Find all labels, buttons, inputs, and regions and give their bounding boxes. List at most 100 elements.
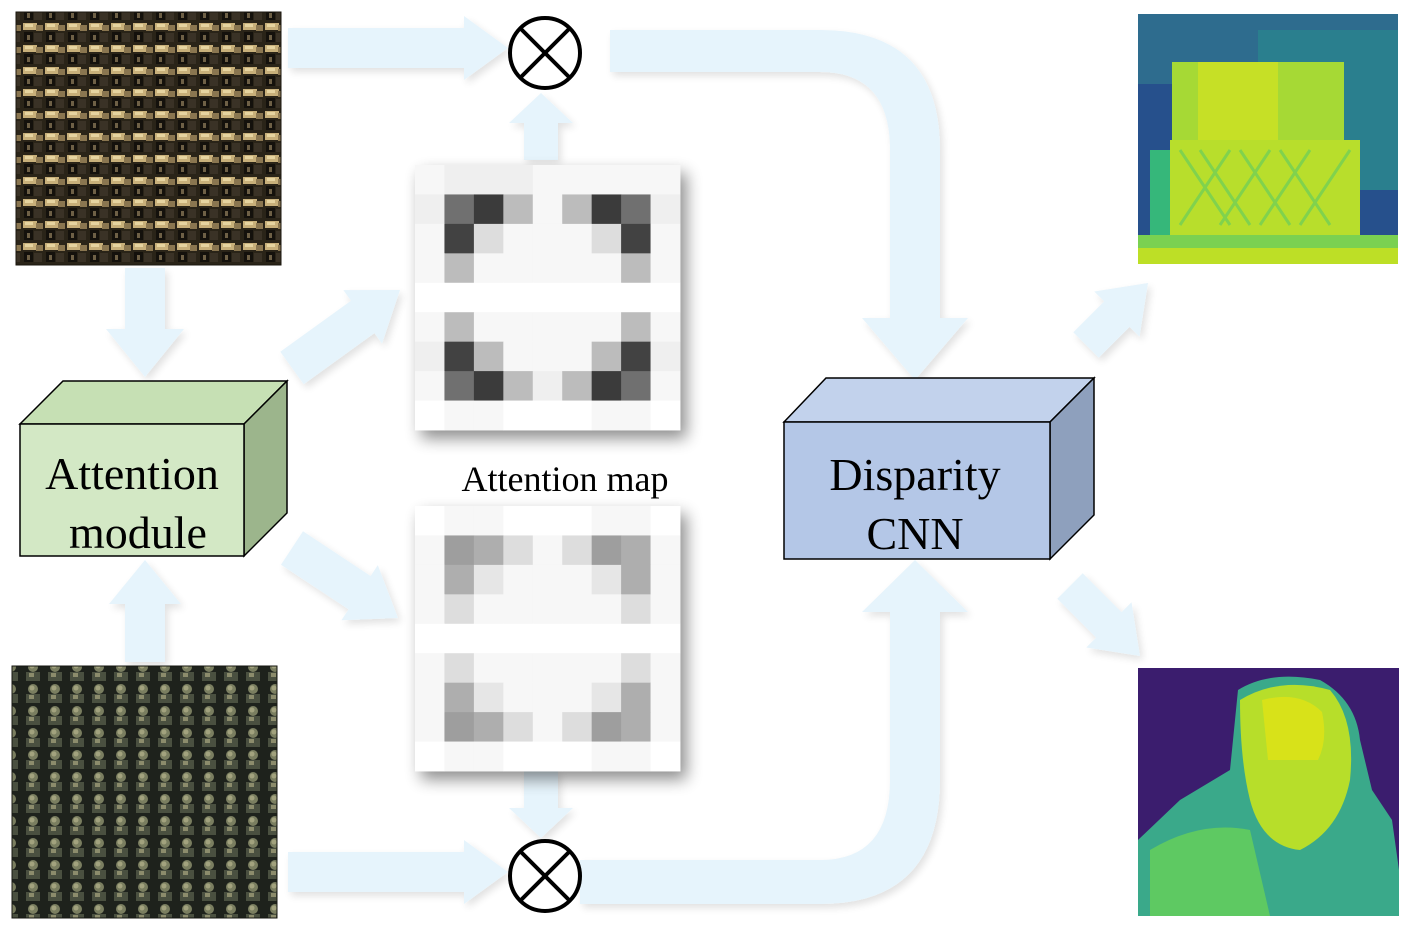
attention-map-bottom-cell (591, 506, 622, 536)
attention-map-bottom-cell (473, 682, 504, 713)
attention-map-bottom-cell (562, 535, 593, 566)
attention-map-top-cell (621, 371, 651, 401)
arrow-cnn-to-top-output (1073, 283, 1148, 358)
attention-module-front-face (19, 423, 245, 557)
attention-map-top-cell (473, 341, 504, 372)
arrow-bottom-multiply-to-cnn (580, 560, 968, 904)
attention-map-top-cell (532, 400, 563, 431)
disparity-cnn-front-face (783, 421, 1051, 560)
attention-map-bottom-cell (621, 594, 651, 625)
attention-map-top-cell (591, 194, 622, 225)
attention-map-top-cell (650, 165, 681, 195)
attention-map-top-cell (591, 253, 622, 284)
attention-map-top-cell (532, 341, 563, 372)
attention-map-top-cell (532, 194, 563, 225)
attention-map-top-cell (532, 312, 563, 343)
attention-map-bottom-cell (444, 623, 475, 654)
attention-map-bottom-cell (473, 506, 504, 536)
attention-map-top-cell (503, 400, 534, 431)
arrow-bottom-map-to-multiply (509, 770, 573, 838)
attention-map-top-cell (473, 253, 504, 284)
attention-map-top-cell (503, 341, 534, 372)
attention-map-bottom-cell (444, 594, 475, 625)
attention-map-top-cell (650, 400, 681, 431)
attention-map-top-cell (503, 312, 534, 343)
attention-map-bottom-cell (650, 535, 681, 566)
attention-map-bottom-cell (591, 653, 622, 684)
attention-map-bottom-cell (415, 682, 445, 713)
attention-map-bottom-cell (621, 682, 651, 713)
attention-map-top-cell (444, 223, 475, 254)
attention-map-bottom-cell (650, 741, 681, 772)
disparity-cnn-top-face (782, 377, 1096, 423)
attention-map-top-cell (562, 194, 593, 225)
attention-map-bottom-cells (415, 506, 681, 772)
attention-map-bottom-cell (650, 682, 681, 713)
attention-map-bottom-cell (591, 535, 622, 566)
attention-map-top-cell (444, 341, 475, 372)
attention-map-top-cell (532, 282, 563, 313)
attention-map-top-cell (562, 165, 593, 195)
attention-map-top-cell (503, 371, 534, 401)
attention-map-top-cell (621, 223, 651, 254)
attention-map-bottom-cell (415, 623, 445, 654)
attention-module-top-face (18, 380, 289, 425)
attention-map-bottom-cell (444, 564, 475, 595)
attention-map-top-cell (503, 194, 534, 225)
attention-map-top-cell (415, 223, 445, 254)
attention-map-top-cell (473, 223, 504, 254)
top-input-image (15, 11, 282, 266)
attention-map-bottom-cell (415, 712, 445, 742)
arrow-attention-to-bottom-map (280, 531, 398, 621)
attention-map-top-cell (415, 253, 445, 284)
attention-map-top-cell (562, 312, 593, 343)
attention-map-bottom-cell (532, 594, 563, 625)
flow-arrows (106, 16, 1148, 904)
disparity-cnn-label-line1: Disparity (829, 449, 1000, 500)
attention-map-top-cell (650, 223, 681, 254)
attention-map-bottom-cell (415, 653, 445, 684)
attention-map-top-cell (621, 165, 651, 195)
attention-map-bottom-cell (532, 653, 563, 684)
attention-map-top-cell (621, 312, 651, 343)
attention-map-bottom-cell (444, 712, 475, 742)
attention-map-top-cell (444, 282, 475, 313)
attention-map-bottom-cell (532, 535, 563, 566)
attention-map-top-cell (473, 165, 504, 195)
attention-map-bottom-cell (473, 712, 504, 742)
output-disparity-map-top (1138, 14, 1398, 264)
attention-map-top-cell (621, 282, 651, 313)
attention-map-bottom-cell (591, 712, 622, 742)
arrow-bottom-image-to-multiply (288, 840, 508, 904)
attention-map-bottom-cell (532, 506, 563, 536)
attention-map-bottom-cell (473, 535, 504, 566)
attention-map-top-cell (650, 371, 681, 401)
attention-map-bottom-cell (562, 506, 593, 536)
attention-map-top-cell (415, 312, 445, 343)
attention-map-bottom-cell (591, 564, 622, 595)
attention-map-caption: Attention map (461, 459, 669, 499)
attention-map-top-cell (444, 400, 475, 431)
attention-map-top-cell (562, 371, 593, 401)
attention-map-top-cell (650, 194, 681, 225)
attention-map-bottom-cell (473, 741, 504, 772)
attention-map-bottom-cell (532, 682, 563, 713)
attention-map-bottom-cell (444, 535, 475, 566)
attention-map-bottom-cell (562, 564, 593, 595)
attention-map-top-cell (562, 400, 593, 431)
attention-map-bottom-cell (621, 506, 651, 536)
attention-map-bottom-cell (532, 712, 563, 742)
attention-map-top-cell (444, 165, 475, 195)
attention-map-top-cell (415, 341, 445, 372)
attention-map-top-cell (473, 282, 504, 313)
attention-map-bottom-cell (415, 535, 445, 566)
attention-map-bottom-cell (503, 712, 534, 742)
attention-map-top-cell (591, 282, 622, 313)
attention-map-top-cell (532, 165, 563, 195)
attention-map-bottom-cell (415, 506, 445, 536)
attention-map-top-cell (562, 282, 593, 313)
attention-map-bottom-cell (650, 564, 681, 595)
bottom-input-image (11, 665, 278, 919)
attention-map-bottom-cell (473, 564, 504, 595)
